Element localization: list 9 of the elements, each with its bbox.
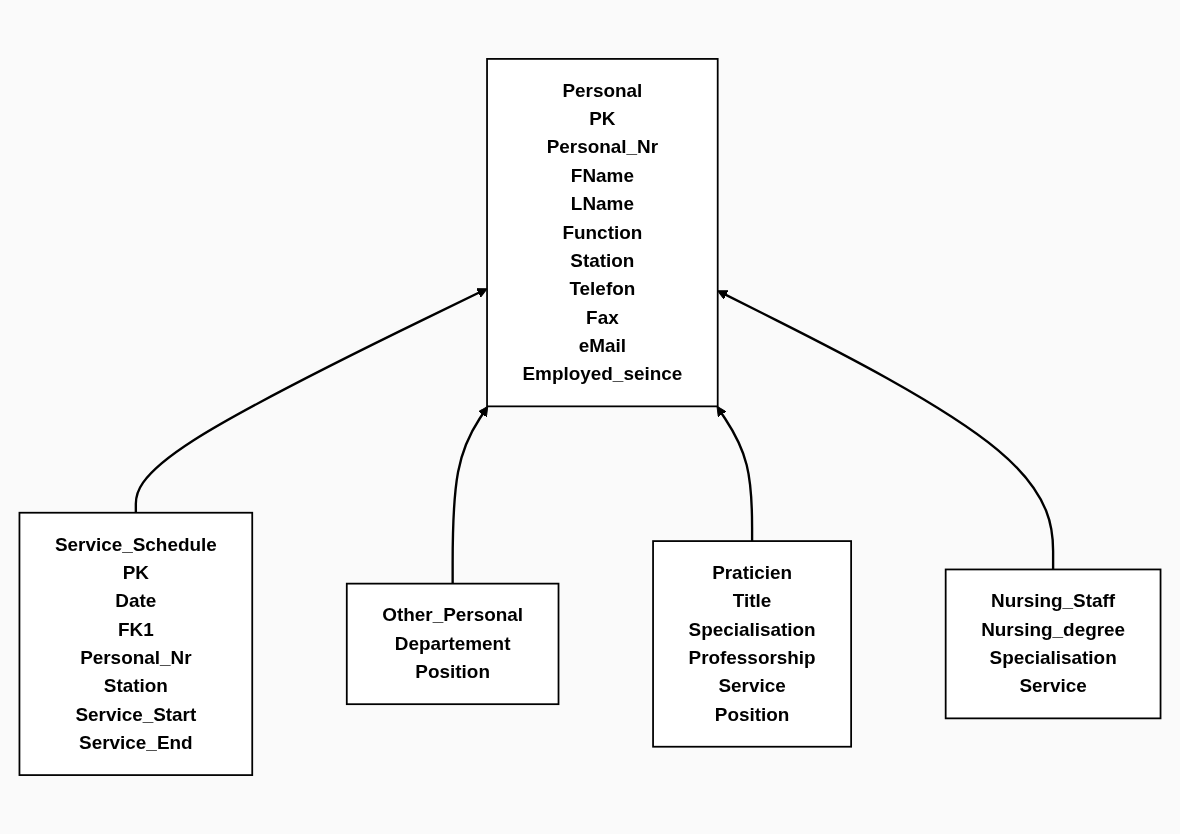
node-box: Personal PK Personal_Nr FName LName Function Station Telefon Fax eMail Employed_seince	[486, 58, 719, 408]
node-box: Praticien Title Specialisation Professorship Service Position	[652, 540, 852, 748]
arrow	[716, 405, 754, 542]
node-box: Service_Schedule PK Date FK1 Personal_Nr Station Service_Start Service_End	[18, 511, 254, 776]
node-box: Other_Personal Departement Position	[345, 582, 560, 706]
arrow	[717, 290, 1055, 570]
node-box: Nursing_Staff Nursing_degree Specialisation Service	[944, 568, 1162, 720]
arrow	[134, 288, 488, 513]
arrow	[451, 405, 489, 584]
